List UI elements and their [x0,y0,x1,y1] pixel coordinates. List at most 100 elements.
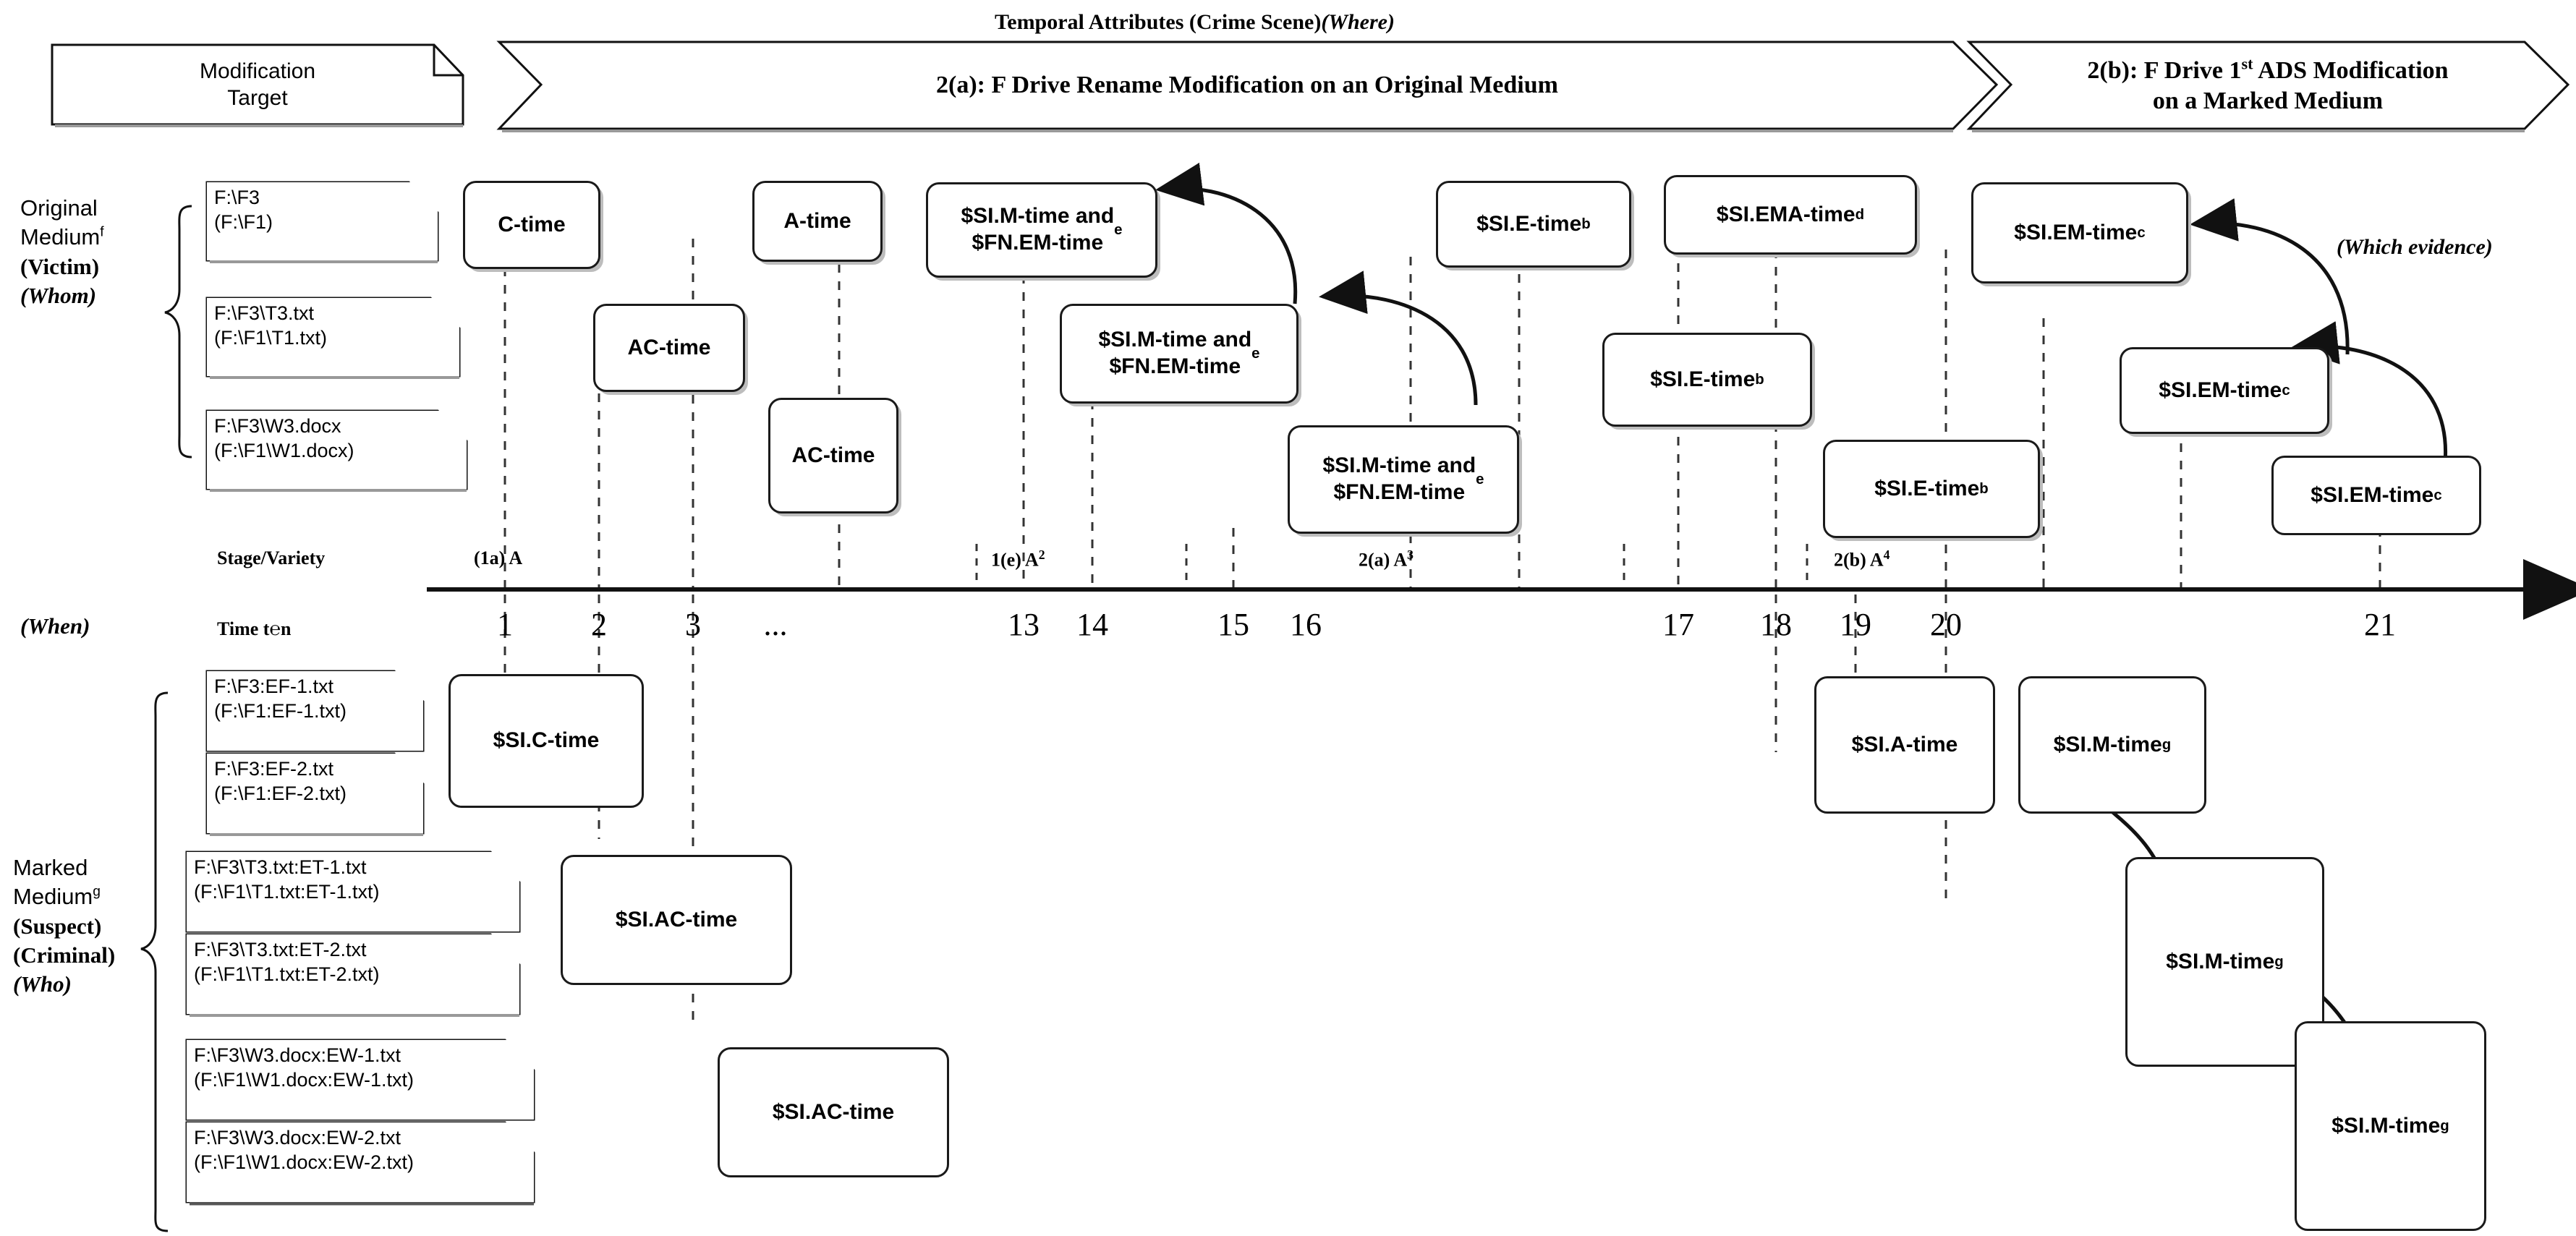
stage-1e-text: 1(e) A [991,549,1039,571]
temporal-title-italic: (Where) [1321,10,1395,34]
marked-suspect: (Suspect) [13,913,102,939]
banner-a-label: 2(a): F Drive Rename Modification on an … [936,71,1558,98]
event-box-c-time-label: C-time [498,212,566,236]
event-box-si-c-time[interactable]: $SI.C-time [449,674,644,808]
stage-2b-text: 2(b) A [1834,549,1884,571]
tick-1: 1 [497,607,513,642]
marked-file-3-line2: (F:\F1\T1.txt:ET-2.txt) [194,963,380,985]
original-whom: (Whom) [20,282,97,308]
stage-variety-label: Stage/Variety [217,547,326,568]
event-box-si-m-time-2-label: $SI.M-time [2166,949,2275,973]
marked-file-5-line2: (F:\F1\W1.docx:EW-2.txt) [194,1151,415,1173]
original-file-2-line2: (F:\F1\W1.docx) [214,440,354,461]
original-file-1-line2: (F:\F1\T1.txt) [214,327,328,349]
marked-file-note-3: F:\F3\T3.txt:ET-2.txt (F:\F1\T1.txt:ET-2… [187,934,519,1014]
modification-target-label: Modification Target [199,59,316,111]
event-box-si-e-time-3-sup: b [1979,480,1989,497]
tick-20: 20 [1930,607,1962,642]
event-box-si-m-fn-em-3-sup: e [1476,471,1484,487]
marked-medium-label: Marked Mediumg (Suspect) (Criminal) (Who… [13,853,169,999]
modification-target-banner: Modification Target [52,45,463,124]
marked-file-0-line2: (F:\F1:EF-1.txt) [214,700,347,722]
banner-b-label-line1: 2(b): F Drive 1st ADS Modification [2087,54,2448,86]
marked-file-4-line1: F:\F3\W3.docx:EW-1.txt [194,1044,401,1066]
event-box-si-ac-time-1[interactable]: $SI.AC-time [561,855,792,985]
event-box-si-a-time[interactable]: $SI.A-time [1814,676,1995,814]
tick-3: 3 [685,607,701,642]
original-file-note-0: F:\F3 (F:\F1) [207,182,438,260]
event-box-si-em-time-3-sup: c [2433,487,2442,503]
tick-14: 14 [1076,607,1108,642]
event-box-si-m-time-1-label: $SI.M-time [2053,732,2162,756]
stage-label-1e: 1(e) A2 [991,547,1045,571]
event-box-si-m-fn-em-1-label: $SI.M-time and $FN.EM-time [961,204,1115,255]
event-box-si-em-time-2-label: $SI.EM-time [2159,378,2282,402]
event-box-si-e-time-2-label: $SI.E-time [1650,367,1756,391]
marked-file-4-line2: (F:\F1\W1.docx:EW-1.txt) [194,1069,415,1091]
marked-file-1-line1: F:\F3:EF-2.txt [214,758,334,780]
original-medium-sup: f [100,224,104,240]
event-box-ac-time-2[interactable]: AC-time [768,398,898,513]
marked-file-note-0: F:\F3:EF-1.txt (F:\F1:EF-1.txt) [207,671,423,751]
event-box-si-m-fn-em-1-sup: e [1114,221,1123,238]
event-box-a-time[interactable]: A-time [752,181,883,262]
event-box-ac-time-1[interactable]: AC-time [593,304,745,392]
original-medium-text: Original Mediumf [20,194,176,252]
event-box-si-m-time-2-sup: g [2274,953,2284,970]
temporal-attributes-title: Temporal Attributes (Crime Scene)(Where) [995,10,1395,35]
tick-17: 17 [1662,607,1694,642]
event-box-si-m-time-3-sup: g [2440,1117,2449,1134]
marked-file-note-2: F:\F3\T3.txt:ET-1.txt (F:\F1\T1.txt:ET-1… [187,852,519,932]
event-box-si-ema-time-label: $SI.EMA-time [1716,202,1856,226]
event-box-si-m-fn-em-3-label: $SI.M-time and $FN.EM-time [1322,453,1476,504]
marked-medium-text: Marked Mediumg [13,853,169,912]
tick-15: 15 [1217,607,1249,642]
event-box-c-time[interactable]: C-time [463,181,600,269]
marked-medium-word: Marked Medium [13,855,93,910]
event-box-si-m-fn-em-2-sup: e [1251,345,1260,362]
original-file-0-line1: F:\F3 [214,187,260,208]
stage-1e-sup: 2 [1038,547,1045,562]
marked-file-0-line1: F:\F3:EF-1.txt [214,675,334,697]
event-box-si-c-time-label: $SI.C-time [493,728,600,753]
tick-19: 19 [1840,607,1871,642]
event-box-si-m-time-3-label: $SI.M-time [2331,1113,2441,1138]
tick-21: 21 [2364,607,2396,642]
marked-file-2-line1: F:\F3\T3.txt:ET-1.txt [194,856,367,878]
marked-medium-sup: g [93,884,101,900]
tick-16: 16 [1290,607,1322,642]
original-medium-word: Original Medium [20,195,101,250]
event-box-si-em-time-1-label: $SI.EM-time [2014,220,2138,244]
event-box-si-em-time-3-label: $SI.EM-time [2311,482,2434,507]
original-file-2-line1: F:\F3\W3.docx [214,415,341,437]
event-box-ac-time-1-label: AC-time [627,335,711,359]
original-medium-label: Original Mediumf (Victim) (Whom) [20,194,176,310]
stage-label-2a: 2(a) A3 [1359,547,1414,571]
event-box-si-e-time-1-label: $SI.E-time [1476,211,1582,236]
stage-1a-text: (1a) A [474,547,523,568]
original-file-0-line2: (F:\F1) [214,211,273,233]
banner-b-line1-text: 2(b): F Drive 1st ADS Modification [2087,54,2449,84]
marked-file-note-1: F:\F3:EF-2.txt (F:\F1:EF-2.txt) [207,754,423,833]
event-box-si-ac-time-2-label: $SI.AC-time [772,1099,895,1124]
event-box-si-em-time-1-sup: c [2137,224,2146,241]
stage-label-1a: (1a) A [474,547,522,569]
when-label: (When) [20,613,90,639]
stage-2b-sup: 4 [1883,547,1890,562]
banner-b: 2(b): F Drive 1st ADS Modification on a … [2011,42,2525,129]
event-box-si-ac-time-2[interactable]: $SI.AC-time [718,1047,949,1177]
marked-file-1-line2: (F:\F1:EF-2.txt) [214,783,347,804]
